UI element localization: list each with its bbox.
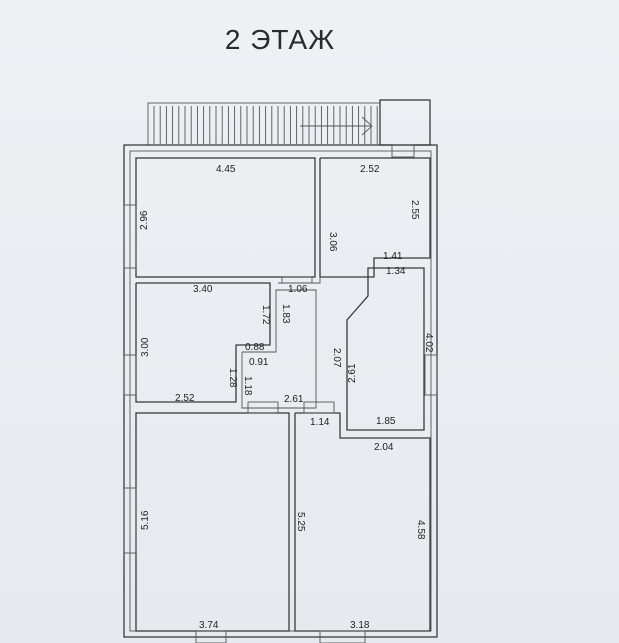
dim-label: 2.61 [347, 363, 358, 383]
dim-label: 5.25 [295, 512, 306, 532]
dim-label: 0.91 [249, 357, 269, 368]
dim-label: 5.16 [140, 510, 151, 530]
room-bottom-right [294, 412, 431, 632]
dimension-labels: 4.45 2.96 2.52 3.06 2.55 1.41 1.34 4.02 … [139, 164, 434, 631]
dim-label: 1.41 [383, 251, 403, 262]
outer-walls [123, 144, 438, 638]
dim-label: 0.88 [245, 342, 265, 353]
hall [346, 267, 425, 431]
stair-treads [153, 106, 378, 144]
dim-label: 3.40 [193, 284, 213, 295]
dim-label: 1.18 [242, 376, 253, 396]
staircase [147, 99, 431, 146]
dim-label: 1.34 [386, 266, 406, 277]
dim-label: 1.85 [376, 416, 396, 427]
corridor [241, 289, 317, 409]
stair-landing [379, 99, 431, 146]
windows [123, 144, 438, 643]
dim-label: 2.52 [175, 393, 195, 404]
dim-label: 2.07 [331, 348, 342, 368]
dim-label: 2.52 [360, 164, 380, 175]
stair-arrow-icon [361, 116, 373, 136]
room-middle-left [135, 282, 271, 403]
dim-label: 4.02 [423, 333, 434, 353]
dim-label: 1.06 [288, 284, 308, 295]
dim-label: 1.83 [280, 304, 291, 324]
room-notch [278, 277, 321, 284]
dim-label: 4.45 [216, 164, 236, 175]
dim-label: 3.18 [350, 620, 370, 631]
plan-title: 2 ЭТАЖ [224, 24, 336, 55]
dim-label: 4.58 [415, 520, 426, 540]
room-top-left [135, 157, 316, 278]
dim-label: 3.74 [199, 620, 219, 631]
dim-label: 2.04 [374, 442, 394, 453]
room-bottom-left [135, 412, 290, 632]
dim-label: 1.72 [260, 305, 271, 325]
dim-label: 3.06 [327, 232, 338, 252]
dim-label: 2.55 [409, 200, 420, 220]
dim-label: 2.61 [284, 394, 304, 405]
dim-label: 1.28 [227, 368, 238, 388]
dim-label: 2.96 [139, 210, 150, 230]
dim-label: 1.14 [310, 417, 330, 428]
dim-label: 3.00 [140, 337, 151, 357]
